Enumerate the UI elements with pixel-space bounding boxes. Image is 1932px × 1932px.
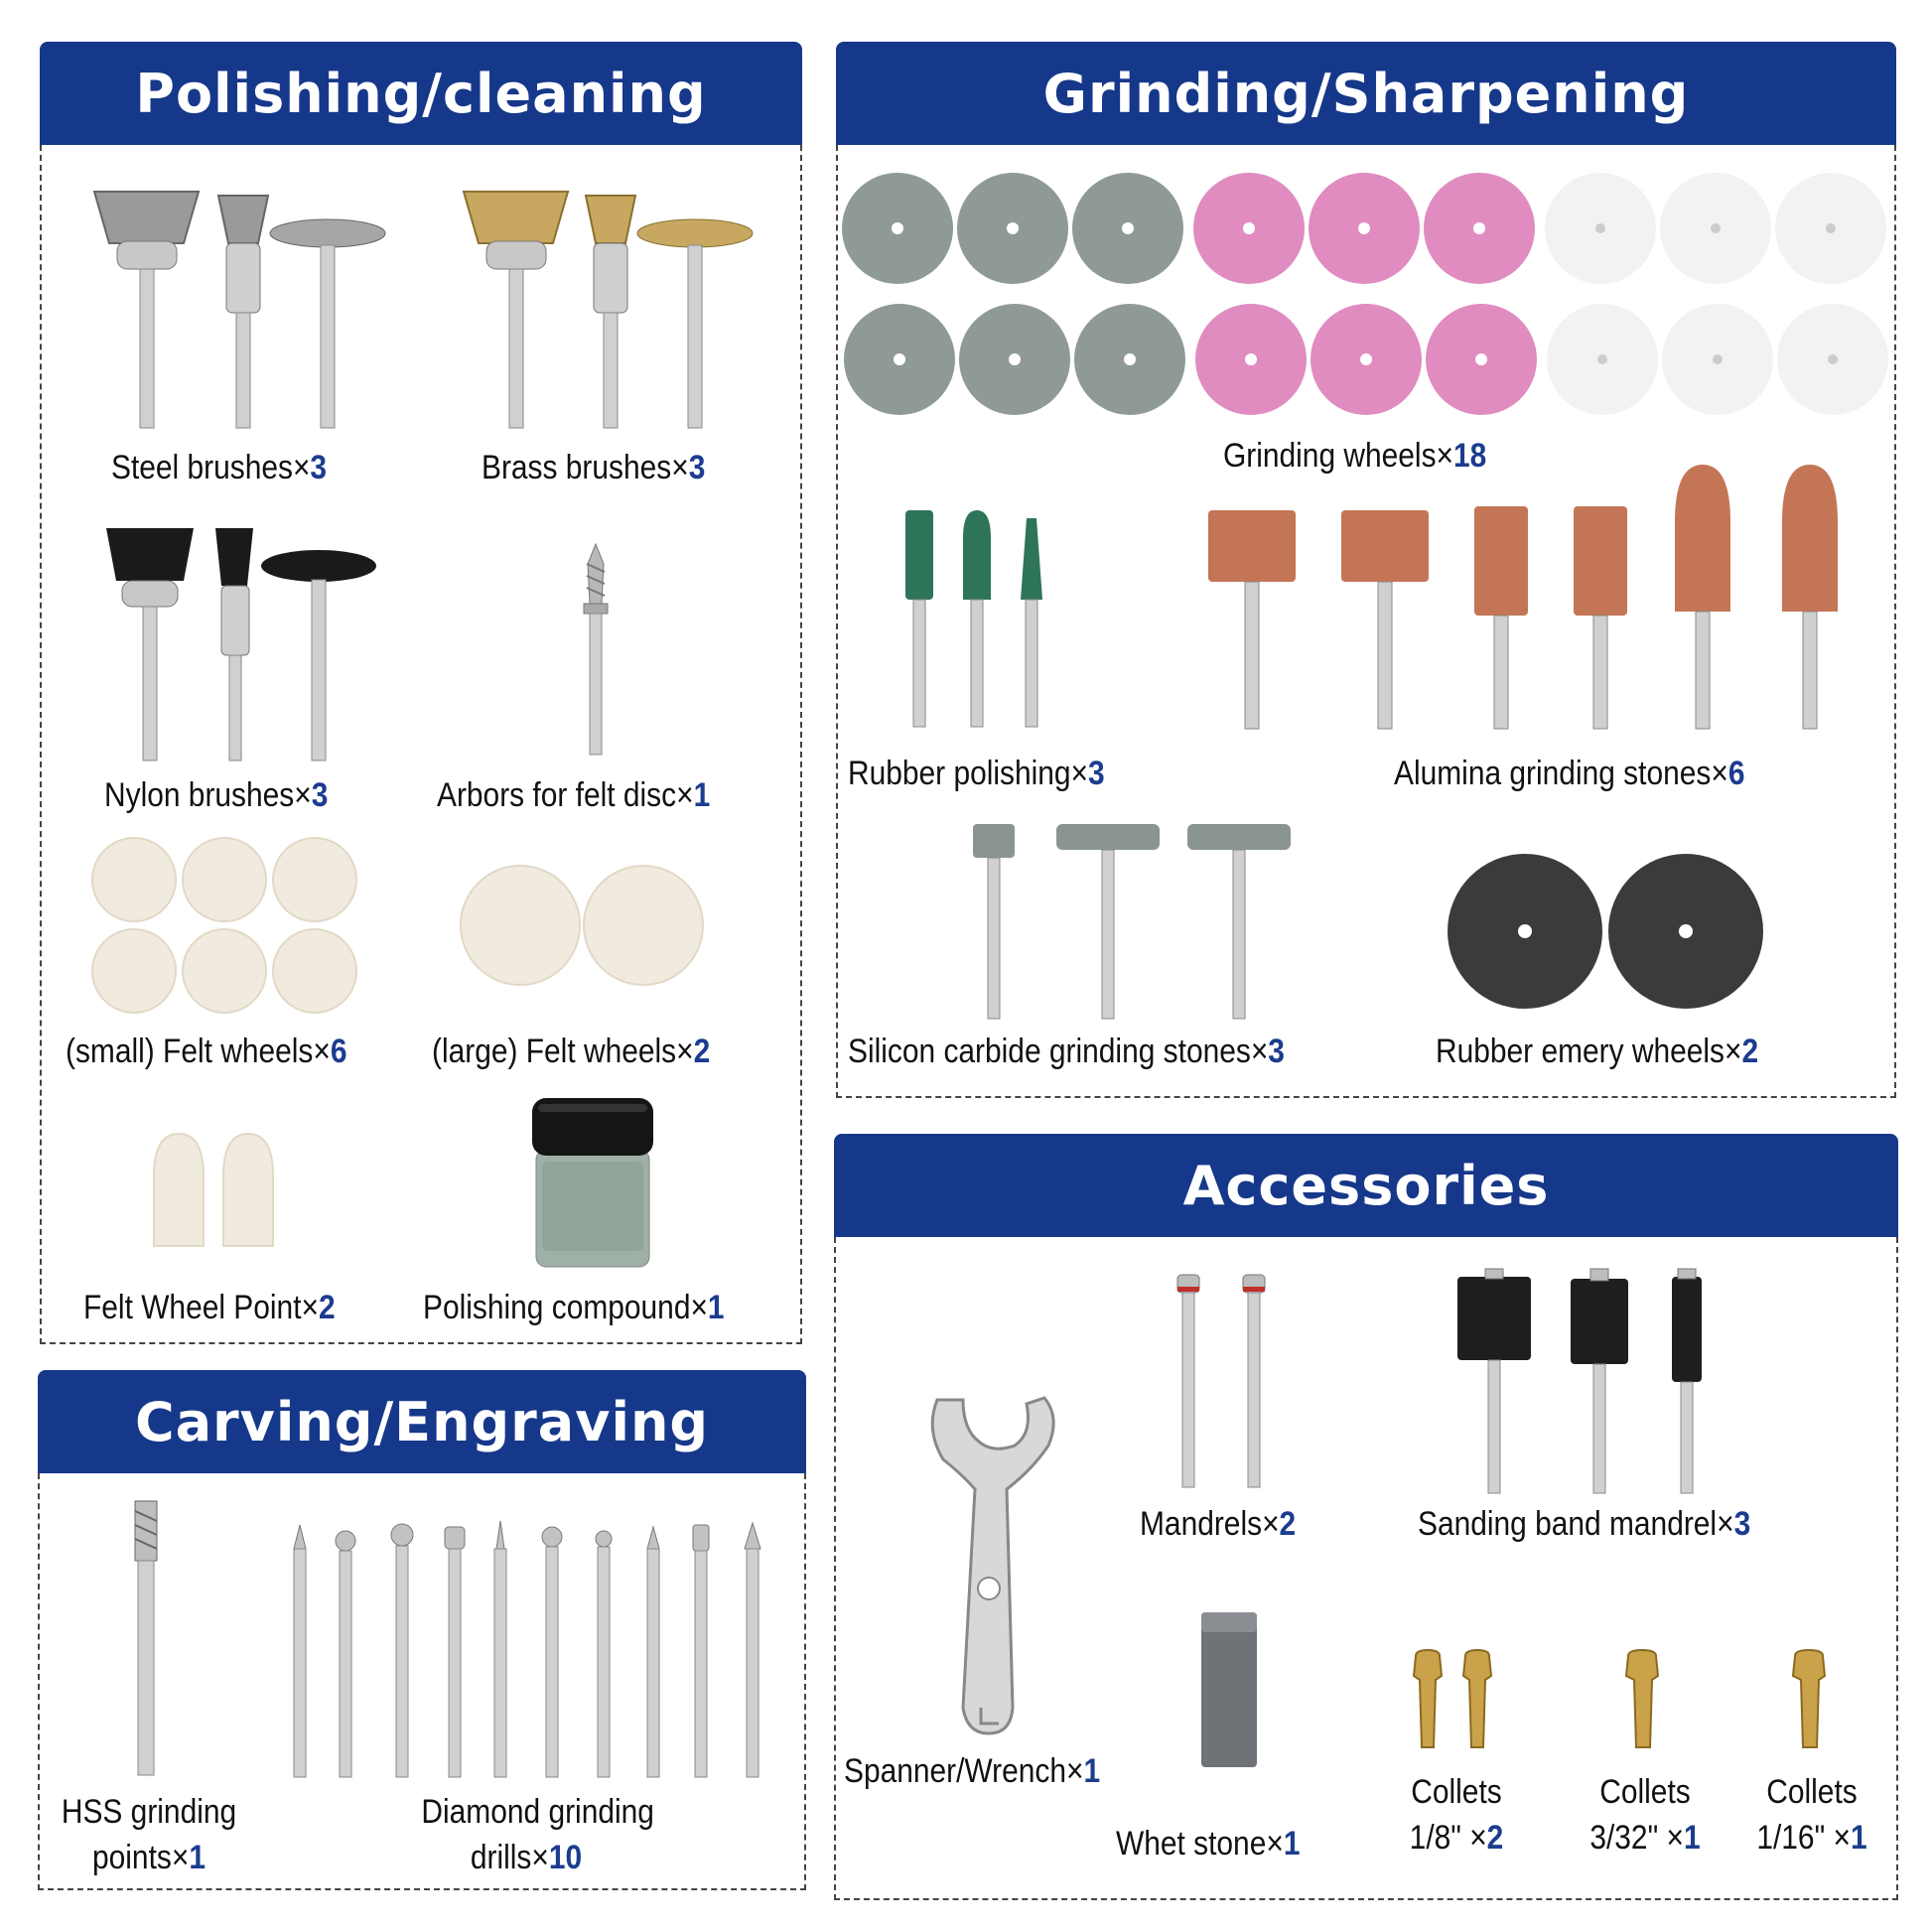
nylon-brushes-label: Nylon brushes×3 [104, 776, 329, 814]
arbor-image [583, 542, 609, 756]
collets-3-32-image [1624, 1648, 1660, 1748]
collets-1-8-image [1412, 1648, 1493, 1748]
large-felt-wheels-label: (large) Felt wheels×2 [432, 1033, 711, 1070]
grinding-wheels-label: Grinding wheels×18 [1223, 437, 1487, 475]
whet-stone-image [1201, 1612, 1257, 1767]
silicon-carbide-stones-image [973, 824, 1291, 1020]
carving-panel: Carving/Engraving [38, 1370, 806, 1890]
small-felt-wheels-image [91, 837, 357, 1014]
polishing-header: Polishing/cleaning [40, 42, 802, 145]
large-felt-wheels-image [460, 865, 704, 986]
carving-header: Carving/Engraving [38, 1370, 806, 1473]
rubber-polishing-label: Rubber polishing×3 [848, 755, 1105, 792]
polishing-compound-image [532, 1098, 653, 1268]
collets-1-16-image [1791, 1648, 1827, 1748]
diamond-drill-bits [293, 1520, 761, 1778]
accessories-panel: Accessories [834, 1134, 1898, 1900]
steel-brush-end [216, 195, 270, 429]
grinding-wheels-image [842, 173, 1888, 415]
grinding-header: Grinding/Sharpening [836, 42, 1896, 145]
rubber-emery-wheels-image [1448, 854, 1763, 1009]
silicon-carbide-stones-label: Silicon carbide grinding stones×3 [848, 1033, 1285, 1070]
steel-brush-wheel [269, 218, 386, 429]
steel-brush-cup [92, 191, 201, 429]
sanding-band-mandrels-image [1457, 1268, 1702, 1494]
collets-3-32-label: Collets 3/32" ×1 [1589, 1773, 1701, 1857]
small-felt-wheels-label: (small) Felt wheels×6 [66, 1033, 347, 1070]
alumina-stones-label: Alumina grinding stones×6 [1394, 755, 1745, 792]
nylon-brushes-image [106, 528, 376, 761]
arbor-label: Arbors for felt disc×1 [437, 776, 711, 814]
wrench-label: Spanner/Wrench×1 [844, 1752, 1101, 1790]
brass-brushes-image [462, 191, 754, 429]
sanding-band-mandrels-label: Sanding band mandrel×3 [1418, 1505, 1751, 1543]
mandrels-label: Mandrels×2 [1140, 1505, 1297, 1543]
grinding-panel: Grinding/Sharpening [836, 42, 1896, 1098]
mandrels-image [1176, 1274, 1266, 1488]
steel-brushes-image [92, 191, 386, 429]
polishing-panel: Polishing/cleaning [40, 42, 802, 1344]
diamond-drills-image [293, 1520, 761, 1778]
hss-point-image [134, 1500, 158, 1776]
polishing-compound-label: Polishing compound×1 [423, 1289, 725, 1326]
wrench-image [930, 1396, 1055, 1735]
alumina-stones-image [1208, 465, 1838, 730]
collets-1-16-label: Collets 1/16" ×1 [1756, 1773, 1867, 1857]
felt-points-label: Felt Wheel Point×2 [83, 1289, 336, 1326]
rubber-emery-wheels-label: Rubber emery wheels×2 [1436, 1033, 1759, 1070]
collets-1-8-label: Collets 1/8" ×2 [1409, 1773, 1504, 1857]
rubber-polishing-image [905, 510, 1042, 728]
steel-brushes-label: Steel brushes×3 [111, 449, 328, 486]
whet-stone-label: Whet stone×1 [1116, 1825, 1301, 1863]
felt-points-image [153, 1132, 274, 1247]
hss-point-label: HSS grinding points×1 [61, 1793, 237, 1876]
brass-brushes-label: Brass brushes×3 [482, 449, 706, 486]
accessories-header: Accessories [834, 1134, 1898, 1237]
diamond-drills-label: Diamond grinding drills×10 [421, 1793, 654, 1876]
